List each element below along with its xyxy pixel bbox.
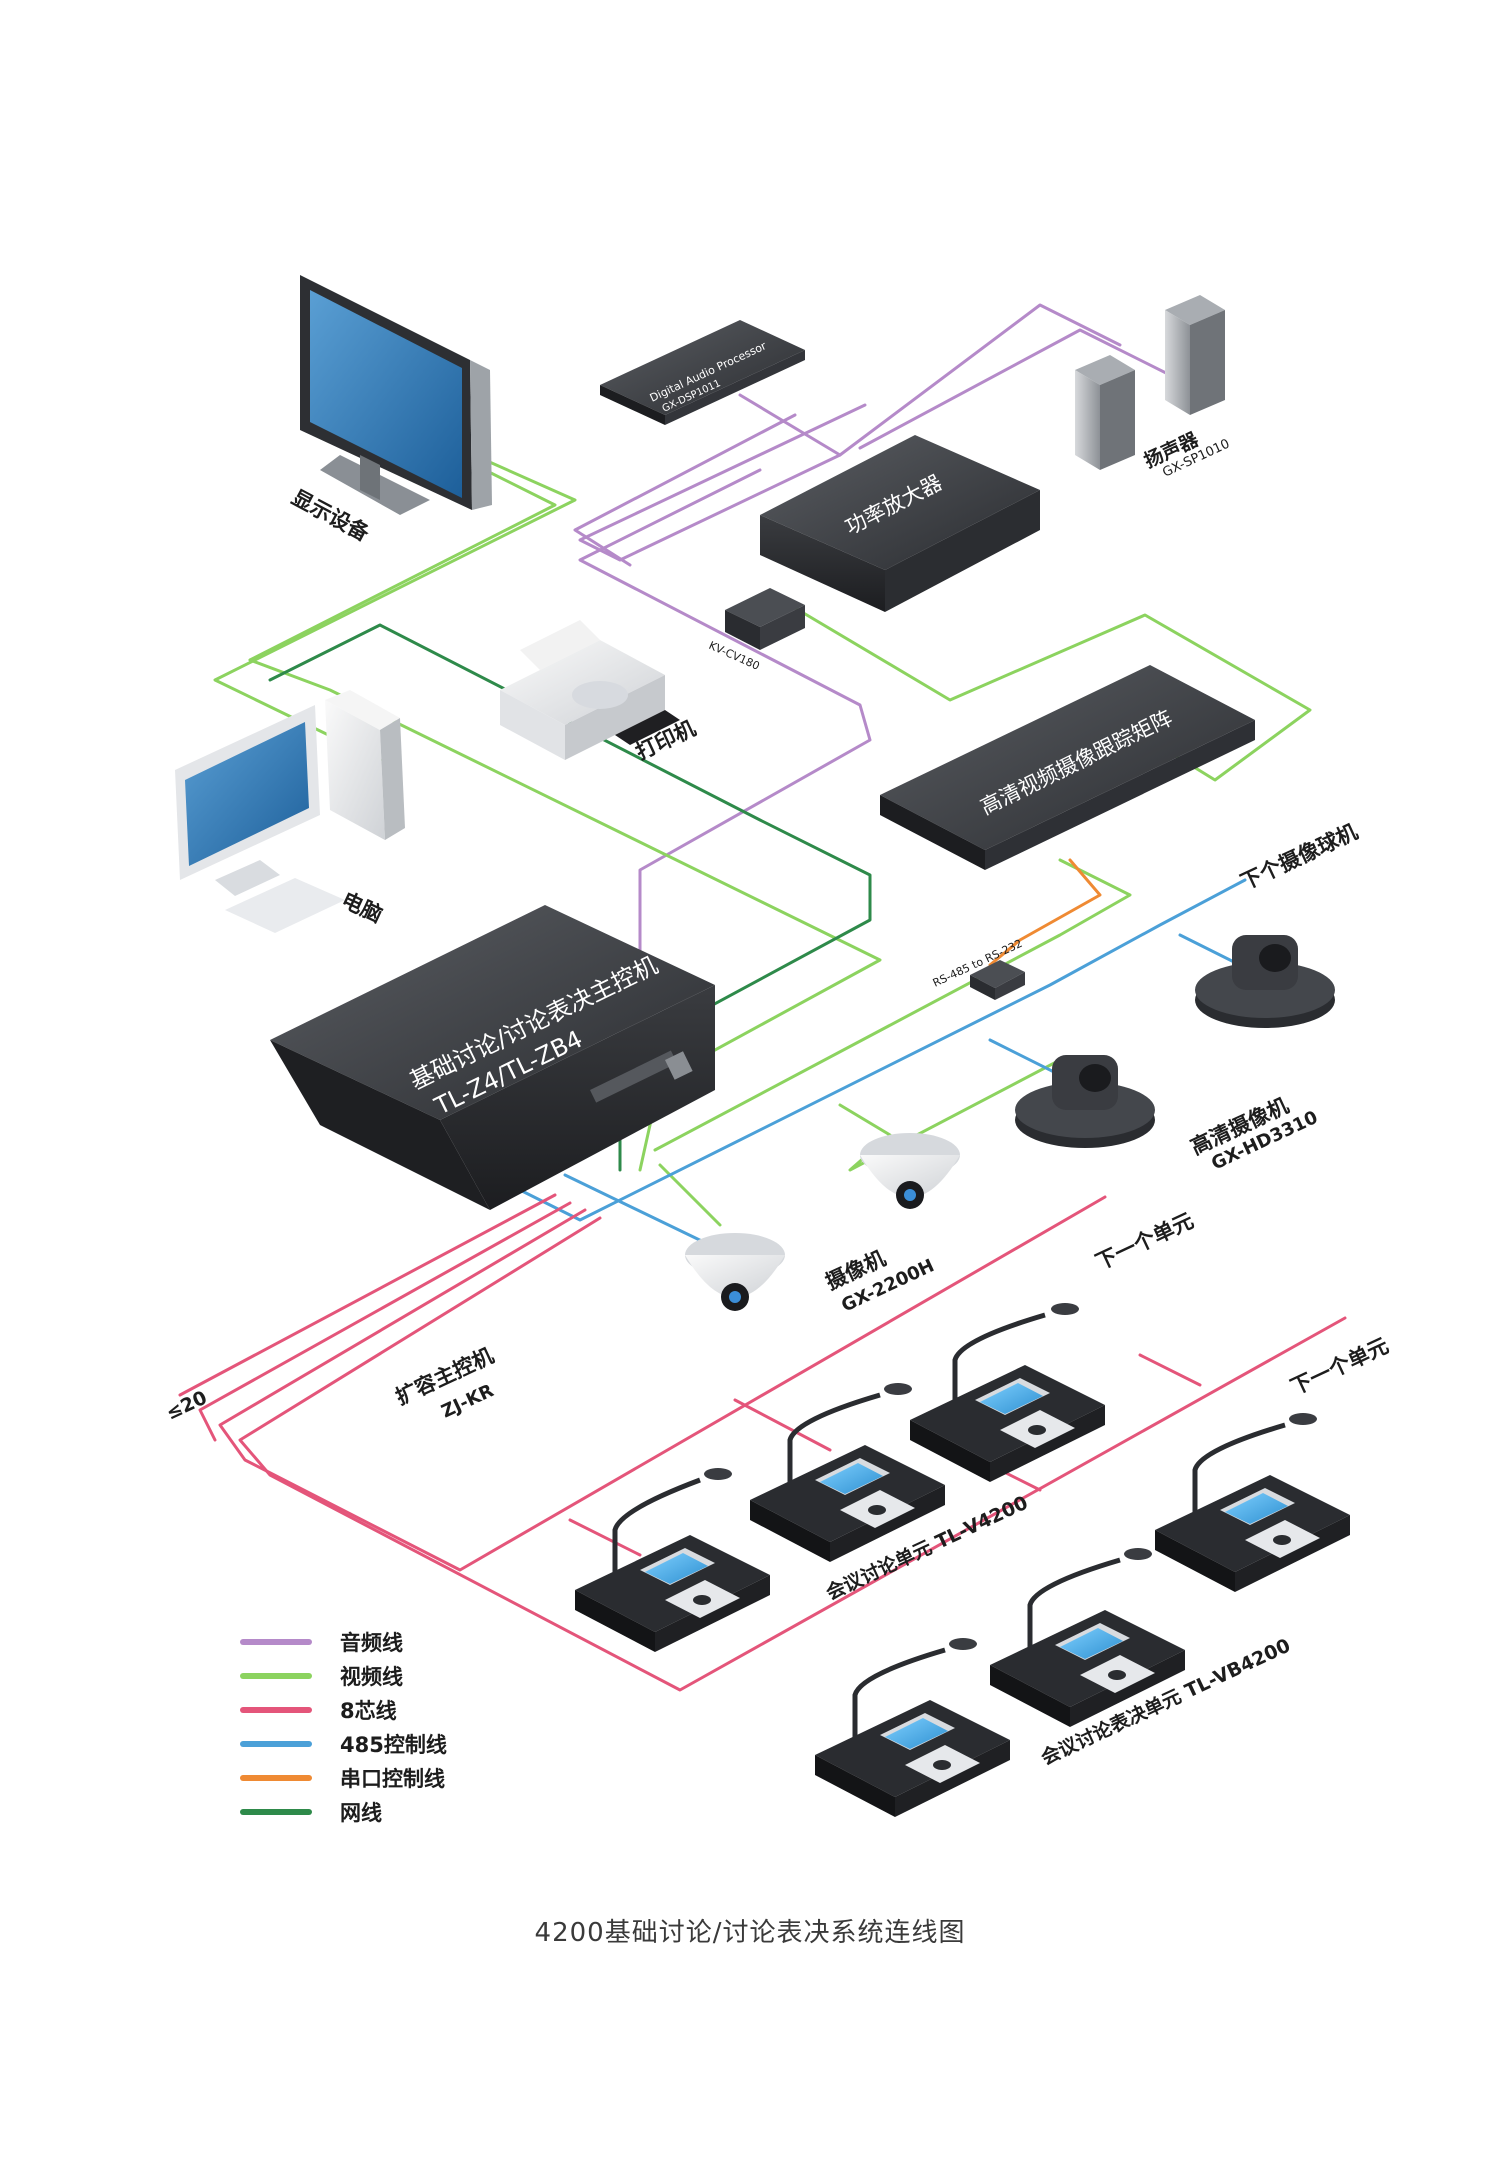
video-wire	[653, 858, 1132, 1152]
legend: 音频线 视频线 8芯线 485控制线 串口控制线 网线	[240, 1625, 447, 1829]
rs485-converter	[970, 960, 1025, 1000]
8-core-wire	[178, 1193, 557, 1397]
legend-label: 网线	[340, 1801, 382, 1825]
next-unit-label: 下一个单元	[1092, 1208, 1197, 1274]
video-wire	[248, 468, 557, 662]
legend-item: 485控制线	[240, 1727, 447, 1761]
audio-wire	[858, 328, 1172, 450]
legend-label: 视频线	[340, 1665, 403, 1689]
8-core-wire	[198, 1201, 572, 1442]
legend-swatch	[240, 1673, 312, 1679]
legend-label: 8芯线	[340, 1699, 397, 1723]
legend-label: 485控制线	[340, 1733, 447, 1757]
dome-camera	[685, 1233, 785, 1311]
wires	[178, 303, 1347, 1692]
audio-wire	[578, 468, 872, 1012]
legend-swatch	[240, 1639, 312, 1645]
8-core-wire	[238, 1216, 1347, 1692]
hd-ptz-camera	[1195, 935, 1335, 1028]
legend-item: 8芯线	[240, 1693, 447, 1727]
legend-swatch	[240, 1775, 312, 1781]
voting-unit	[815, 1638, 1010, 1817]
legend-swatch	[240, 1741, 312, 1747]
digital-audio-processor	[600, 320, 805, 425]
computer-label: 电脑	[338, 888, 386, 928]
power-amplifier	[760, 435, 1040, 612]
discussion-unit	[750, 1383, 945, 1562]
legend-swatch	[240, 1707, 312, 1713]
8-core-wire	[218, 1195, 1107, 1572]
8-core-wire	[1138, 1353, 1202, 1387]
next-ptz-label: 下个摄像球机	[1237, 820, 1361, 895]
speaker	[1075, 295, 1225, 470]
main-host-unit	[270, 905, 715, 1210]
display-monitor	[300, 275, 492, 515]
legend-item: 网线	[240, 1795, 447, 1829]
hd-ptz-camera	[1015, 1055, 1155, 1148]
discussion-unit	[910, 1303, 1105, 1482]
kv-converter	[725, 588, 805, 650]
dome-camera	[860, 1133, 960, 1209]
voting-unit	[990, 1548, 1185, 1727]
legend-item: 视频线	[240, 1659, 447, 1693]
display-label: 显示设备	[288, 485, 374, 546]
figure-caption: 4200基础讨论/讨论表决系统连线图	[534, 1918, 966, 1948]
rs485-wire	[563, 1173, 712, 1247]
tracking-matrix	[880, 665, 1255, 870]
8-core-wire	[568, 1518, 642, 1557]
audio-wire	[838, 303, 1122, 457]
legend-label: 音频线	[340, 1631, 403, 1655]
legend-item: 音频线	[240, 1625, 447, 1659]
legend-label: 串口控制线	[340, 1767, 445, 1791]
audio-wire	[573, 413, 797, 567]
voting-unit	[1155, 1413, 1350, 1592]
video-wire	[788, 603, 1312, 782]
serial-wire	[988, 858, 1102, 967]
printer	[500, 620, 680, 760]
discussion-unit	[575, 1468, 770, 1652]
legend-swatch	[240, 1809, 312, 1815]
computer	[175, 690, 405, 933]
legend-item: 串口控制线	[240, 1761, 447, 1795]
8-core-wire	[733, 1398, 832, 1452]
